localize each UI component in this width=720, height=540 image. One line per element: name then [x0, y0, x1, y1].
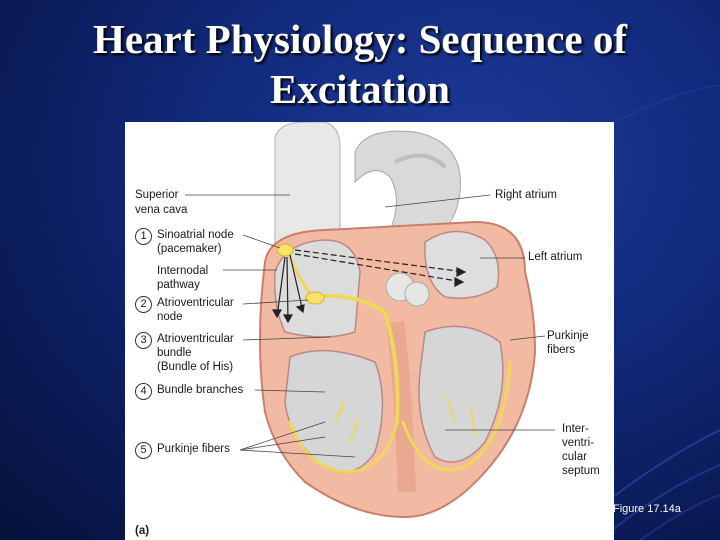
label-av-bundle-2: bundle — [157, 347, 192, 359]
label-purkinje-fibers-left: Purkinje fibers — [157, 443, 230, 455]
heart-illustration — [185, 122, 555, 519]
label-bundle-branches: Bundle branches — [157, 384, 244, 396]
step-2-badge: 2 — [135, 296, 152, 313]
sinoatrial-node — [276, 243, 294, 257]
right-atrium-chamber — [273, 239, 361, 338]
label-septum-3: cular — [562, 451, 587, 463]
label-left-atrium: Left atrium — [528, 251, 583, 263]
label-internodal-2: pathway — [157, 279, 200, 291]
label-pacemaker: (pacemaker) — [157, 243, 222, 255]
label-av-bundle-3: (Bundle of His) — [157, 361, 234, 373]
superior-vena-cava-shape — [274, 122, 341, 253]
label-purkinje-fibers-right-2: fibers — [547, 344, 576, 356]
label-av-bundle-1: Atrioventricular — [157, 333, 234, 345]
label-superior-vena-cava-2: vena cava — [135, 204, 188, 216]
step-3-badge: 3 — [135, 332, 152, 349]
panel-label: (a) — [135, 525, 150, 537]
label-septum-2: ventri- — [562, 437, 594, 449]
left-ventricle-chamber — [418, 325, 504, 463]
label-sinoatrial-node: Sinoatrial node — [157, 229, 234, 241]
leader-lines — [185, 194, 555, 458]
label-right-atrium: Right atrium — [495, 189, 557, 201]
conduction-system — [285, 248, 512, 474]
label-superior-vena-cava-1: Superior — [135, 189, 179, 201]
label-atrioventricular-node-1: Atrioventricular — [157, 297, 234, 309]
label-internodal-1: Internodal — [157, 265, 209, 277]
figure-caption: Figure 17.14a — [613, 503, 681, 515]
slide-title-line-1: Heart Physiology: Sequence of — [92, 16, 628, 62]
atrioventricular-node — [305, 291, 325, 305]
step-4-badge: 4 — [135, 383, 152, 400]
step-1-badge: 1 — [135, 228, 152, 245]
step-5-badge: 5 — [135, 442, 152, 459]
slide-title-line-2: Excitation — [270, 66, 450, 112]
label-purkinje-fibers-right-1: Purkinje — [547, 330, 589, 342]
slide-title: Heart Physiology: Sequence of Excitation — [0, 14, 720, 114]
heart-diagram: Superior vena cava 1 Sinoatrial node (pa… — [125, 122, 614, 540]
label-atrioventricular-node-2: node — [157, 311, 183, 323]
label-septum-1: Inter- — [562, 423, 589, 435]
left-atrium-chamber — [424, 230, 500, 299]
label-septum-4: septum — [562, 465, 600, 477]
interventricular-septum — [386, 320, 416, 493]
valve-bulb — [404, 281, 430, 307]
aorta-highlight — [394, 153, 447, 169]
impulse-arrows — [271, 249, 467, 324]
